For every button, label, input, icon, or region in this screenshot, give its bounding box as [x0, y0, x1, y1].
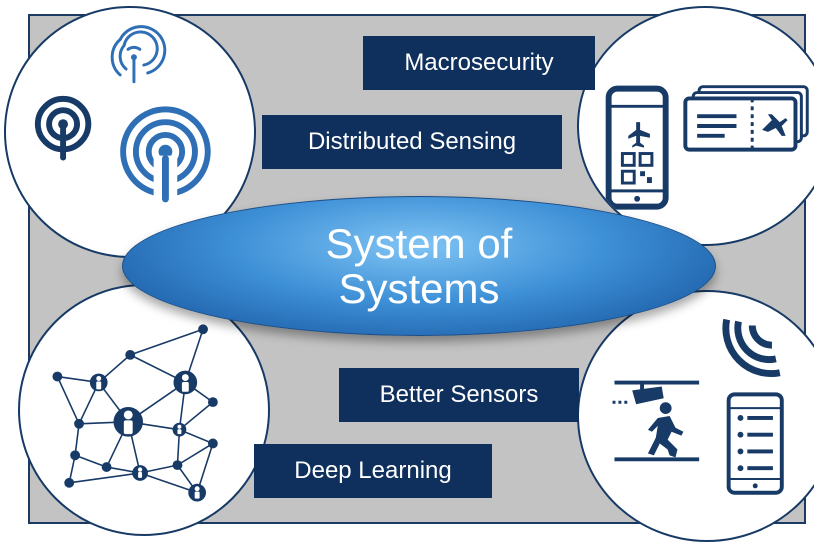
person-node [74, 418, 84, 429]
walking-person-icon [614, 402, 700, 462]
sensor-icons [612, 318, 784, 495]
title-line-1: System of [325, 219, 513, 267]
people-network-icon [52, 324, 218, 502]
macrosecurity-label: Macrosecurity [363, 36, 595, 90]
travel-icons [605, 85, 809, 210]
person-node [125, 349, 136, 360]
better-sensors-label: Better Sensors [339, 368, 579, 422]
title-line-2: Systems [338, 265, 500, 312]
person-node [198, 324, 208, 335]
airplane-ticket-icon [683, 85, 809, 152]
smartphone-boarding-pass-icon [605, 85, 669, 210]
macrosecurity-text: Macrosecurity [404, 49, 554, 76]
network-circle [18, 284, 270, 536]
signal-waves-icon [722, 318, 781, 377]
person-node [172, 460, 183, 471]
distributed-sensing-label: Distributed Sensing [262, 115, 562, 169]
person-node [207, 397, 218, 408]
person-node [70, 450, 81, 461]
system-of-systems-ellipse: System of Systems [122, 196, 716, 336]
smartphone-profiles-icon [726, 392, 784, 495]
antennas-circle [4, 6, 256, 258]
person-node [52, 371, 63, 382]
surveillance-camera-icon [612, 380, 700, 405]
antenna-icons [34, 25, 211, 203]
deep-learning-text: Deep Learning [294, 457, 452, 484]
antenna-signal-icon [110, 25, 167, 84]
travel-circle [577, 6, 814, 246]
antenna-signal-icon [34, 95, 92, 161]
distributed-sensing-text: Distributed Sensing [307, 128, 517, 155]
sensors-circle [577, 290, 814, 542]
better-sensors-text: Better Sensors [379, 381, 539, 408]
antenna-signal-icon [120, 106, 211, 203]
person-node [207, 438, 218, 449]
person-node [101, 462, 112, 472]
deep-learning-label: Deep Learning [254, 444, 492, 498]
person-node [64, 477, 75, 488]
